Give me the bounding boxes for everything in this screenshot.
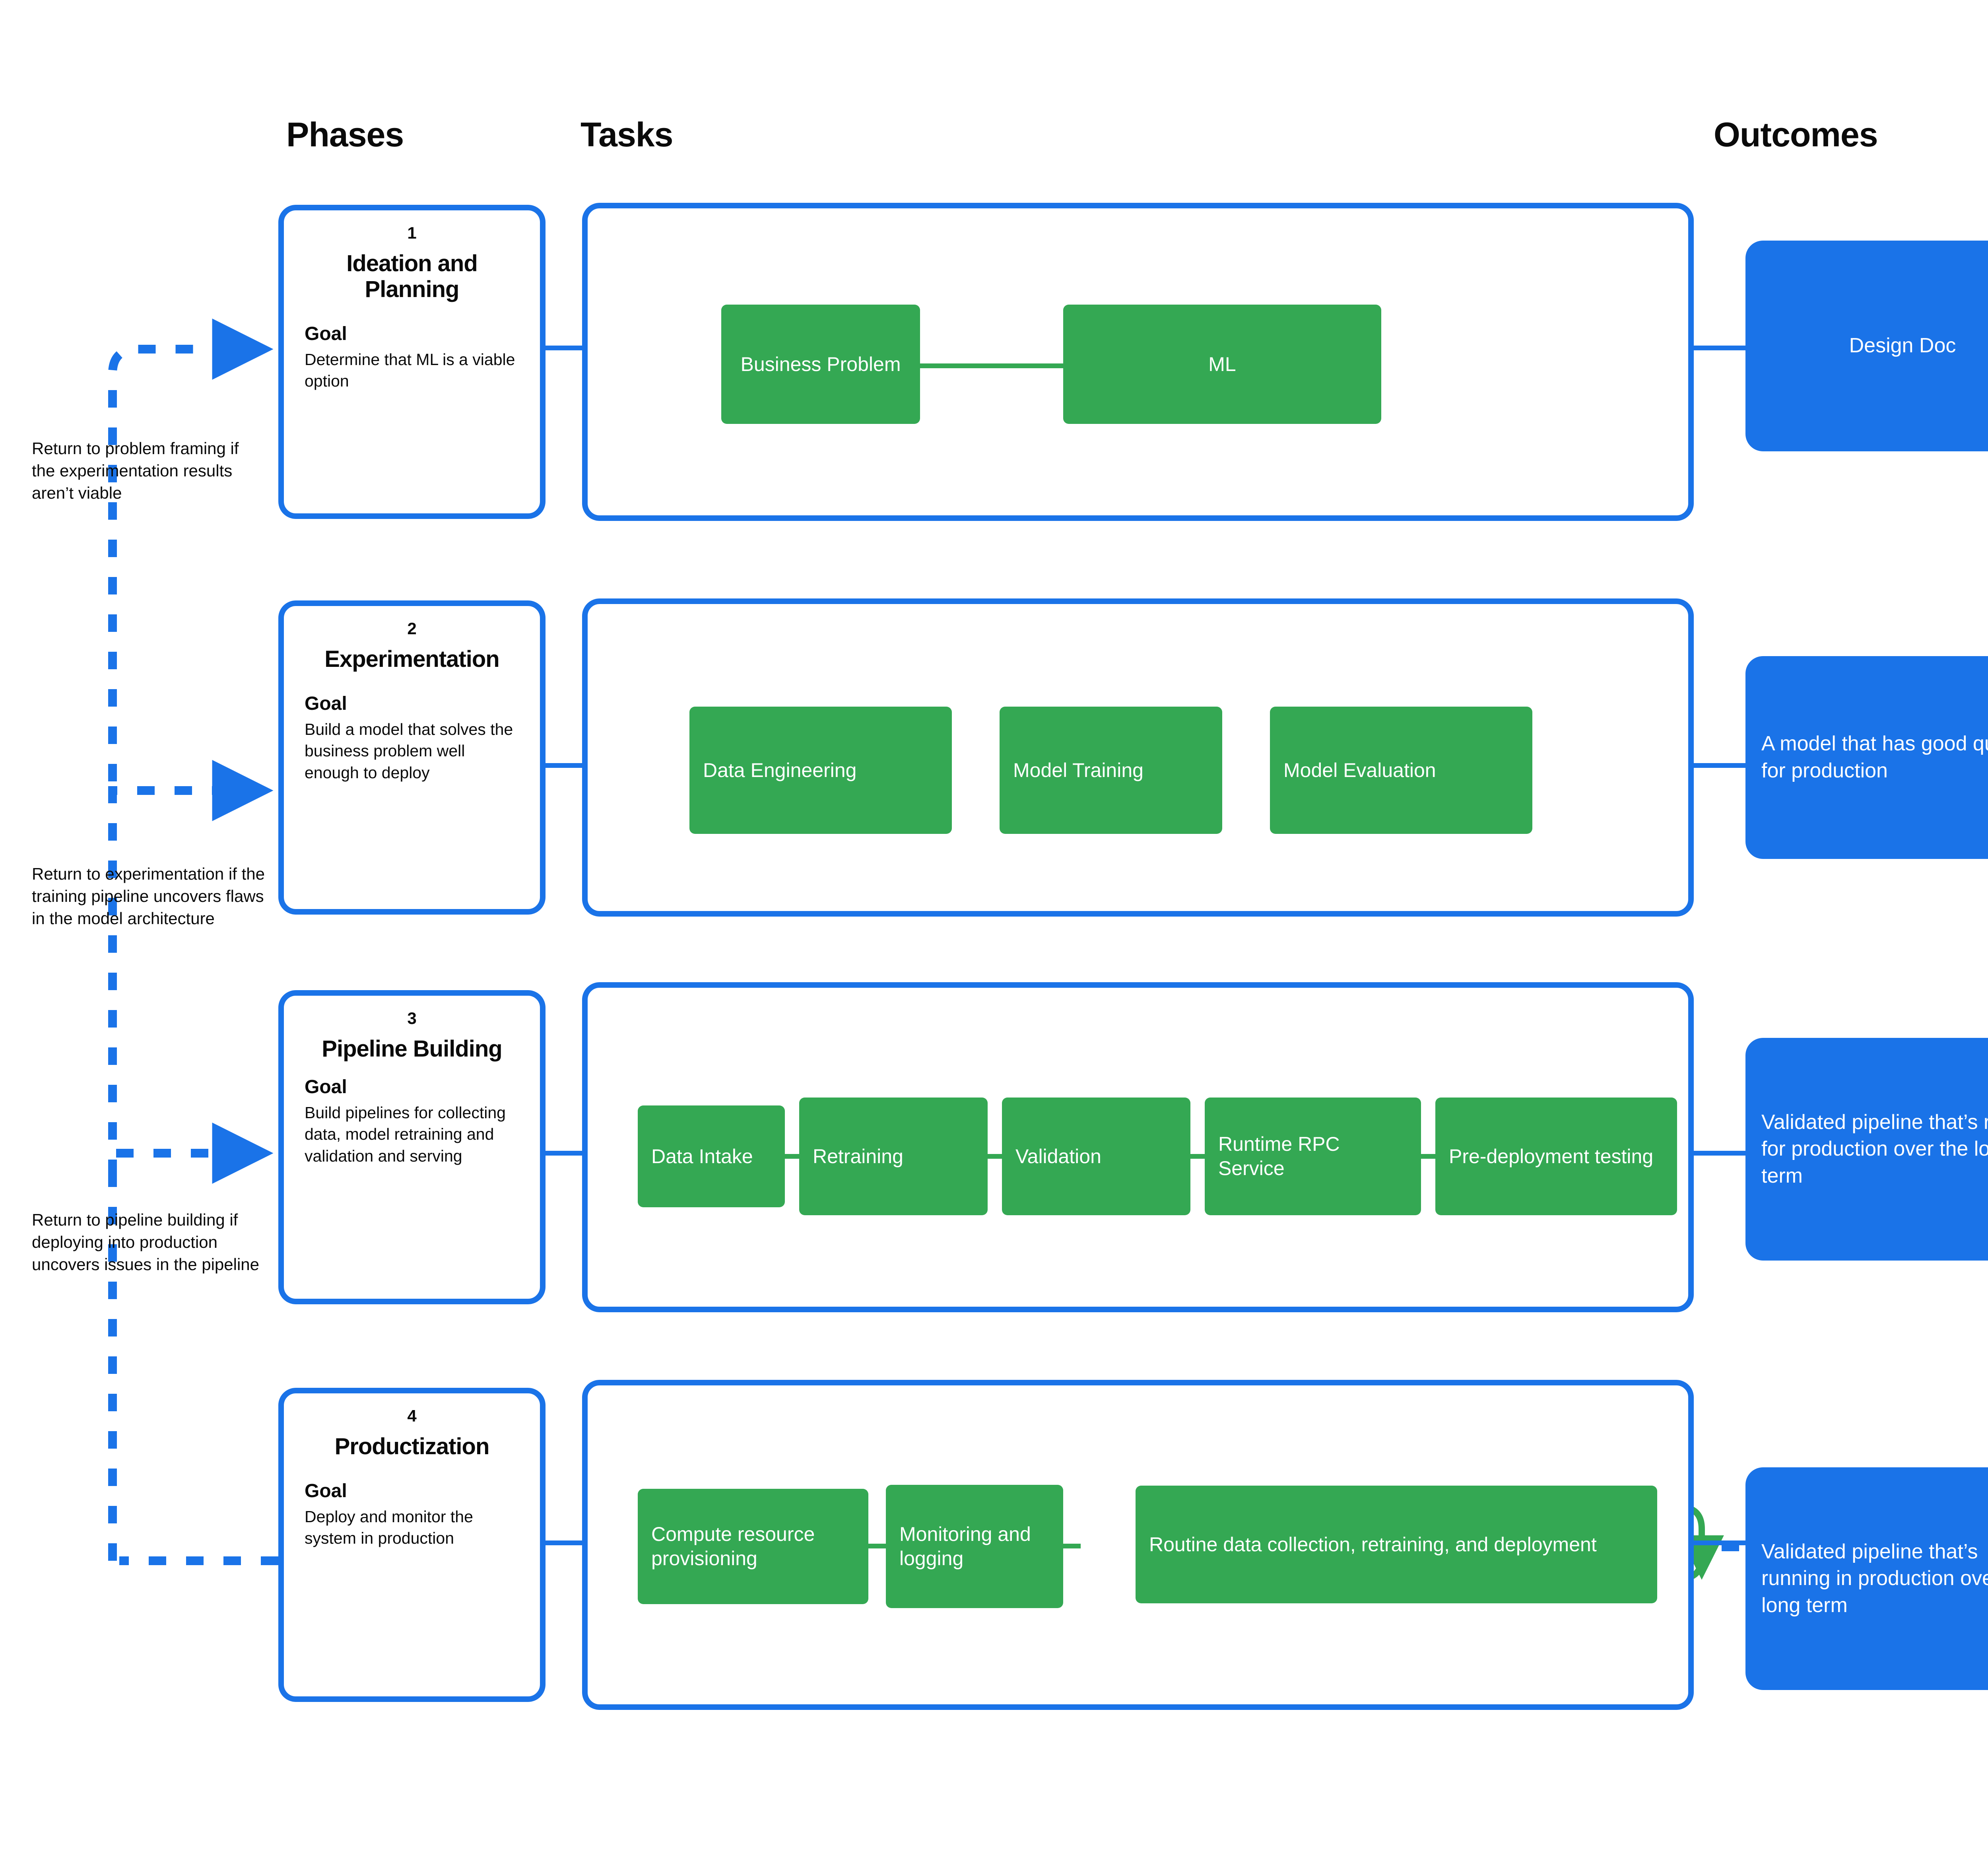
phase-title: Productization: [334, 1434, 490, 1460]
task-link-1-1: [920, 363, 1063, 368]
phase-goal-block: Goal Build pipelines for collecting data…: [305, 1076, 519, 1167]
column-header-outcomes: Outcomes: [1714, 116, 1878, 154]
tasks-panel-3: Data Intake Retraining Validation Runtim…: [582, 982, 1694, 1312]
goal-text: Build pipelines for collecting data, mod…: [305, 1103, 506, 1165]
column-header-tasks: Tasks: [580, 116, 673, 154]
phase-card-2[interactable]: 2 Experimentation Goal Build a model tha…: [278, 600, 546, 915]
connector-tasks4-outcome4: [1694, 1540, 1745, 1545]
task-link-3-4: [1421, 1154, 1435, 1159]
phase-number: 4: [407, 1406, 417, 1425]
task-box-model-evaluation[interactable]: Model Evaluation: [1270, 707, 1532, 834]
annotation-return-to-problem-framing: Return to problem framing if the experim…: [32, 439, 239, 502]
phase-number: 3: [407, 1009, 417, 1028]
goal-label: Goal: [305, 693, 347, 715]
outcome-box-3[interactable]: Validated pipeline that’s ready for prod…: [1745, 1038, 1988, 1261]
outcome-box-2[interactable]: A model that has good quality for produc…: [1745, 656, 1988, 859]
annotation-return-to-experimentation: Return to experimentation if the trainin…: [32, 864, 265, 928]
task-link-3-2: [988, 1154, 1002, 1159]
phase-card-4[interactable]: 4 Productization Goal Deploy and monitor…: [278, 1388, 546, 1702]
task-box-pre-deployment-testing[interactable]: Pre-deployment testing: [1435, 1098, 1677, 1215]
goal-label: Goal: [305, 1480, 347, 1502]
task-box-data-intake[interactable]: Data Intake: [638, 1105, 785, 1207]
feedback-arrow-1: [108, 319, 274, 781]
connector-tasks1-outcome1: [1694, 346, 1745, 350]
phase-title: Ideation and Planning: [346, 251, 478, 303]
connector-phase3-tasks: [541, 1151, 584, 1156]
task-box-routine-data-collection[interactable]: Routine data collection, retraining, and…: [1136, 1486, 1657, 1603]
outcome-box-1[interactable]: Design Doc: [1745, 241, 1988, 451]
connector-tasks2-outcome2: [1694, 763, 1745, 768]
phase-title: Pipeline Building: [322, 1036, 502, 1062]
outcome-box-4[interactable]: Validated pipeline that’s running in pro…: [1745, 1467, 1988, 1690]
column-header-phases: Phases: [286, 116, 404, 154]
task-box-retraining[interactable]: Retraining: [799, 1098, 988, 1215]
goal-text: Determine that ML is a viable option: [305, 350, 515, 390]
goal-label: Goal: [305, 323, 347, 345]
connector-tasks3-outcome3: [1694, 1151, 1745, 1156]
phase-card-3[interactable]: 3 Pipeline Building Goal Build pipelines…: [278, 990, 546, 1304]
tasks-panel-2: Data Engineering Model Training Model Ev…: [582, 598, 1694, 917]
task-link-4-2: [1063, 1544, 1081, 1548]
task-box-monitoring-and-logging[interactable]: Monitoring and logging: [886, 1485, 1063, 1608]
phase-goal-block: Goal Determine that ML is a viable optio…: [305, 322, 519, 392]
connector-phase4-tasks: [541, 1540, 584, 1545]
task-box-runtime-rpc-service[interactable]: Runtime RPC Service: [1205, 1098, 1421, 1215]
feedback-arrow-2: [108, 760, 274, 1177]
task-link-4-1: [868, 1544, 886, 1548]
phase-card-1[interactable]: 1 Ideation and Planning Goal Determine t…: [278, 205, 546, 519]
connector-phase2-tasks: [541, 763, 584, 768]
task-box-ml[interactable]: ML: [1063, 305, 1381, 424]
phase-number: 1: [407, 223, 417, 242]
task-link-3-1: [785, 1154, 799, 1159]
task-box-compute-resource-provisioning[interactable]: Compute resource provisioning: [638, 1489, 868, 1604]
annotation-return-to-pipeline-building: Return to pipeline building if deploying…: [32, 1210, 260, 1274]
task-box-business-problem[interactable]: Business Problem: [721, 305, 920, 424]
goal-text: Build a model that solves the business p…: [305, 720, 513, 782]
task-box-data-engineering[interactable]: Data Engineering: [689, 707, 952, 834]
task-box-validation[interactable]: Validation: [1002, 1098, 1190, 1215]
tasks-panel-4: Compute resource provisioning Monitoring…: [582, 1380, 1694, 1710]
tasks-panel-1: Business Problem ML: [582, 203, 1694, 521]
phase-number: 2: [407, 619, 417, 638]
phase-goal-block: Goal Deploy and monitor the system in pr…: [305, 1480, 519, 1549]
goal-text: Deploy and monitor the system in product…: [305, 1507, 473, 1548]
connector-phase1-tasks: [541, 346, 584, 350]
goal-label: Goal: [305, 1076, 347, 1098]
task-box-model-training[interactable]: Model Training: [1000, 707, 1222, 834]
phase-title: Experimentation: [324, 646, 499, 672]
phase-goal-block: Goal Build a model that solves the busin…: [305, 692, 519, 783]
task-link-3-3: [1190, 1154, 1205, 1159]
